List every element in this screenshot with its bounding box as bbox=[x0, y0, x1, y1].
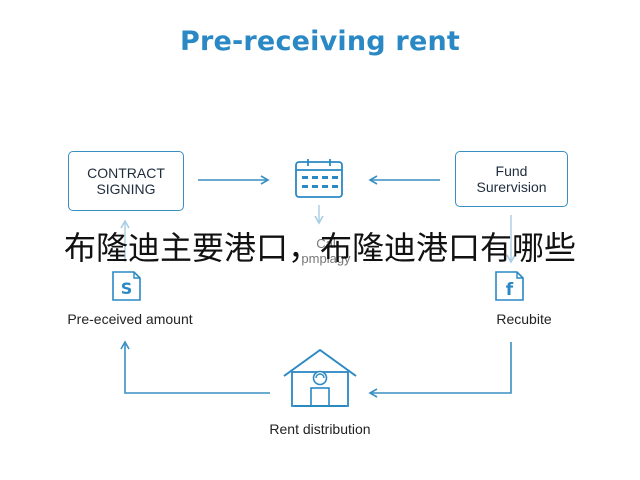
svg-text:f: f bbox=[506, 280, 514, 300]
calendar-label-line2: pmplagy bbox=[301, 251, 351, 266]
recubite-label: Recubite bbox=[496, 311, 552, 327]
fund-supervision-line1: Fund bbox=[495, 163, 528, 179]
arrow-recubite-to-rent bbox=[368, 342, 512, 398]
house-icon bbox=[283, 349, 357, 407]
pre-received-label: Pre-eceived amount bbox=[67, 311, 193, 327]
diagram-title: Pre-receiving rent bbox=[180, 26, 460, 57]
arrow-rent-to-preceived bbox=[120, 340, 270, 394]
calendar-icon bbox=[295, 159, 343, 198]
contract-signing-line2: SIGNING bbox=[96, 181, 156, 197]
contract-signing-line1: CONTRACT bbox=[87, 165, 165, 181]
rent-distribution-label: Rent distribution bbox=[269, 421, 371, 437]
dollar-document-icon: S bbox=[112, 271, 141, 301]
calendar-label-line1: Cal bbox=[316, 236, 336, 251]
overlay-caption: 布隆迪主要港口，布隆迪港口有哪些 bbox=[63, 229, 576, 267]
calendar-label: Cal pmplagy bbox=[286, 236, 366, 266]
facebook-document-icon: f bbox=[495, 271, 524, 301]
fund-supervision-line2: Surervision bbox=[476, 179, 547, 195]
contract-signing-box: CONTRACT SIGNING bbox=[68, 151, 184, 211]
fund-supervision-box: Fund Surervision bbox=[455, 151, 568, 207]
svg-text:S: S bbox=[121, 279, 133, 298]
